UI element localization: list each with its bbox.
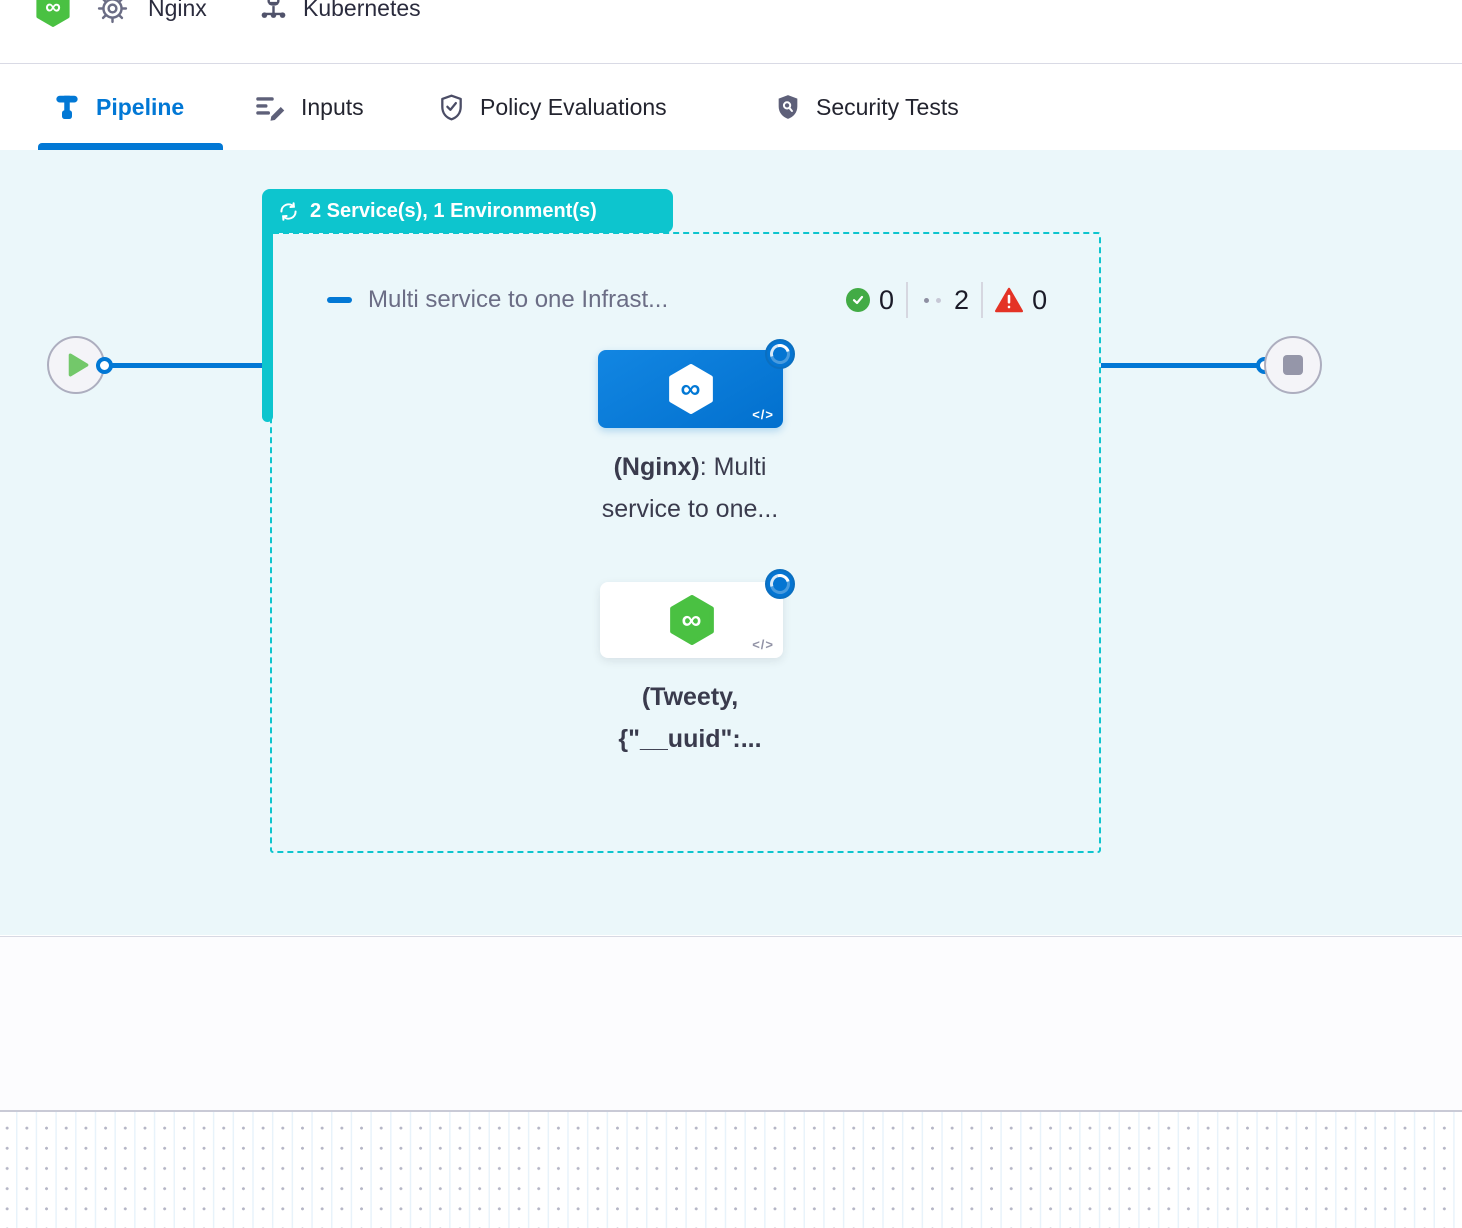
- pending-count: 2: [954, 284, 970, 315]
- breadcrumb-header: ∞ Nginx: [0, 0, 1462, 64]
- edge-stage-to-end: [1101, 363, 1263, 368]
- hexagon-shape: [36, 0, 70, 27]
- log-canvas-grid: [0, 1110, 1462, 1228]
- tab-policy-evaluations[interactable]: Policy Evaluations: [437, 64, 667, 150]
- stage-group-badge[interactable]: 2 Service(s), 1 Environment(s): [262, 189, 673, 233]
- stage-status-counts: 0 2 0: [846, 278, 1047, 322]
- service-gear-icon[interactable]: [97, 0, 128, 26]
- success-icon: [846, 288, 870, 312]
- failed-count: 0: [1032, 284, 1048, 315]
- infinity-glyph: ∞: [45, 0, 61, 19]
- execution-graph-canvas: 2 Service(s), 1 Environment(s) Multi ser…: [0, 150, 1462, 935]
- stage-group-boundary: [270, 232, 1101, 853]
- shield-search-icon: [778, 95, 798, 119]
- harness-service-icon: ∞: [668, 595, 716, 645]
- tab-inputs[interactable]: Inputs: [253, 64, 364, 150]
- start-port: [96, 357, 113, 374]
- harness-service-icon: ∞: [667, 364, 715, 414]
- execution-summary-bar: Multi service to one Infrastructures_0 S…: [0, 936, 1462, 1111]
- stage-group-badge-label: 2 Service(s), 1 Environment(s): [310, 199, 597, 222]
- view-tabs: Pipeline Inputs Policy Evaluations: [0, 64, 1462, 151]
- environment-name-label: Kubernetes: [303, 0, 421, 21]
- shield-check-icon: [441, 94, 462, 120]
- code-glyph: </>: [752, 637, 774, 652]
- node-running-spinner-icon: [765, 569, 795, 599]
- pipeline-icon: [56, 95, 78, 119]
- tab-policy-label: Policy Evaluations: [480, 93, 667, 120]
- stage-group-bar: [262, 231, 273, 422]
- node-tweety-label: (Tweety, {"__uuid":...: [618, 683, 762, 753]
- warning-icon: [995, 287, 1024, 313]
- tab-pipeline-label: Pipeline: [96, 93, 185, 120]
- stage-group-title: Multi service to one Infrast...: [368, 286, 669, 313]
- code-glyph: </>: [752, 407, 774, 422]
- node-running-spinner-icon: [765, 339, 795, 369]
- end-node: [1264, 336, 1322, 394]
- service-name-label: Nginx: [148, 0, 207, 21]
- active-tab-underline: [38, 143, 223, 150]
- breadcrumb-service[interactable]: Nginx: [148, 0, 207, 26]
- loop-icon: [280, 201, 297, 221]
- tab-inputs-label: Inputs: [301, 93, 364, 120]
- service-node-tweety[interactable]: ∞ </>: [600, 582, 783, 658]
- infinity-glyph: ∞: [681, 604, 702, 635]
- pending-icon: [924, 297, 942, 303]
- inputs-icon: [256, 97, 285, 121]
- infinity-glyph: ∞: [680, 373, 701, 404]
- service-node-nginx[interactable]: ∞ </>: [598, 350, 783, 428]
- tab-security-label: Security Tests: [816, 93, 959, 120]
- stop-icon: [1283, 355, 1303, 375]
- breadcrumb-environment[interactable]: Kubernetes: [303, 0, 421, 26]
- edge-start-to-stage: [104, 363, 263, 368]
- divider: [906, 282, 909, 318]
- node-nginx-label: (Nginx): Multi service to one...: [601, 453, 779, 523]
- play-icon: [68, 353, 89, 377]
- environment-icon[interactable]: [259, 0, 288, 26]
- harness-logo-icon: ∞: [36, 0, 70, 27]
- divider: [981, 282, 984, 318]
- success-count: 0: [879, 284, 895, 315]
- start-node: [47, 336, 105, 394]
- tab-security-tests[interactable]: Security Tests: [774, 64, 959, 150]
- collapse-stage-button[interactable]: [327, 297, 352, 303]
- tab-pipeline[interactable]: Pipeline: [52, 64, 184, 150]
